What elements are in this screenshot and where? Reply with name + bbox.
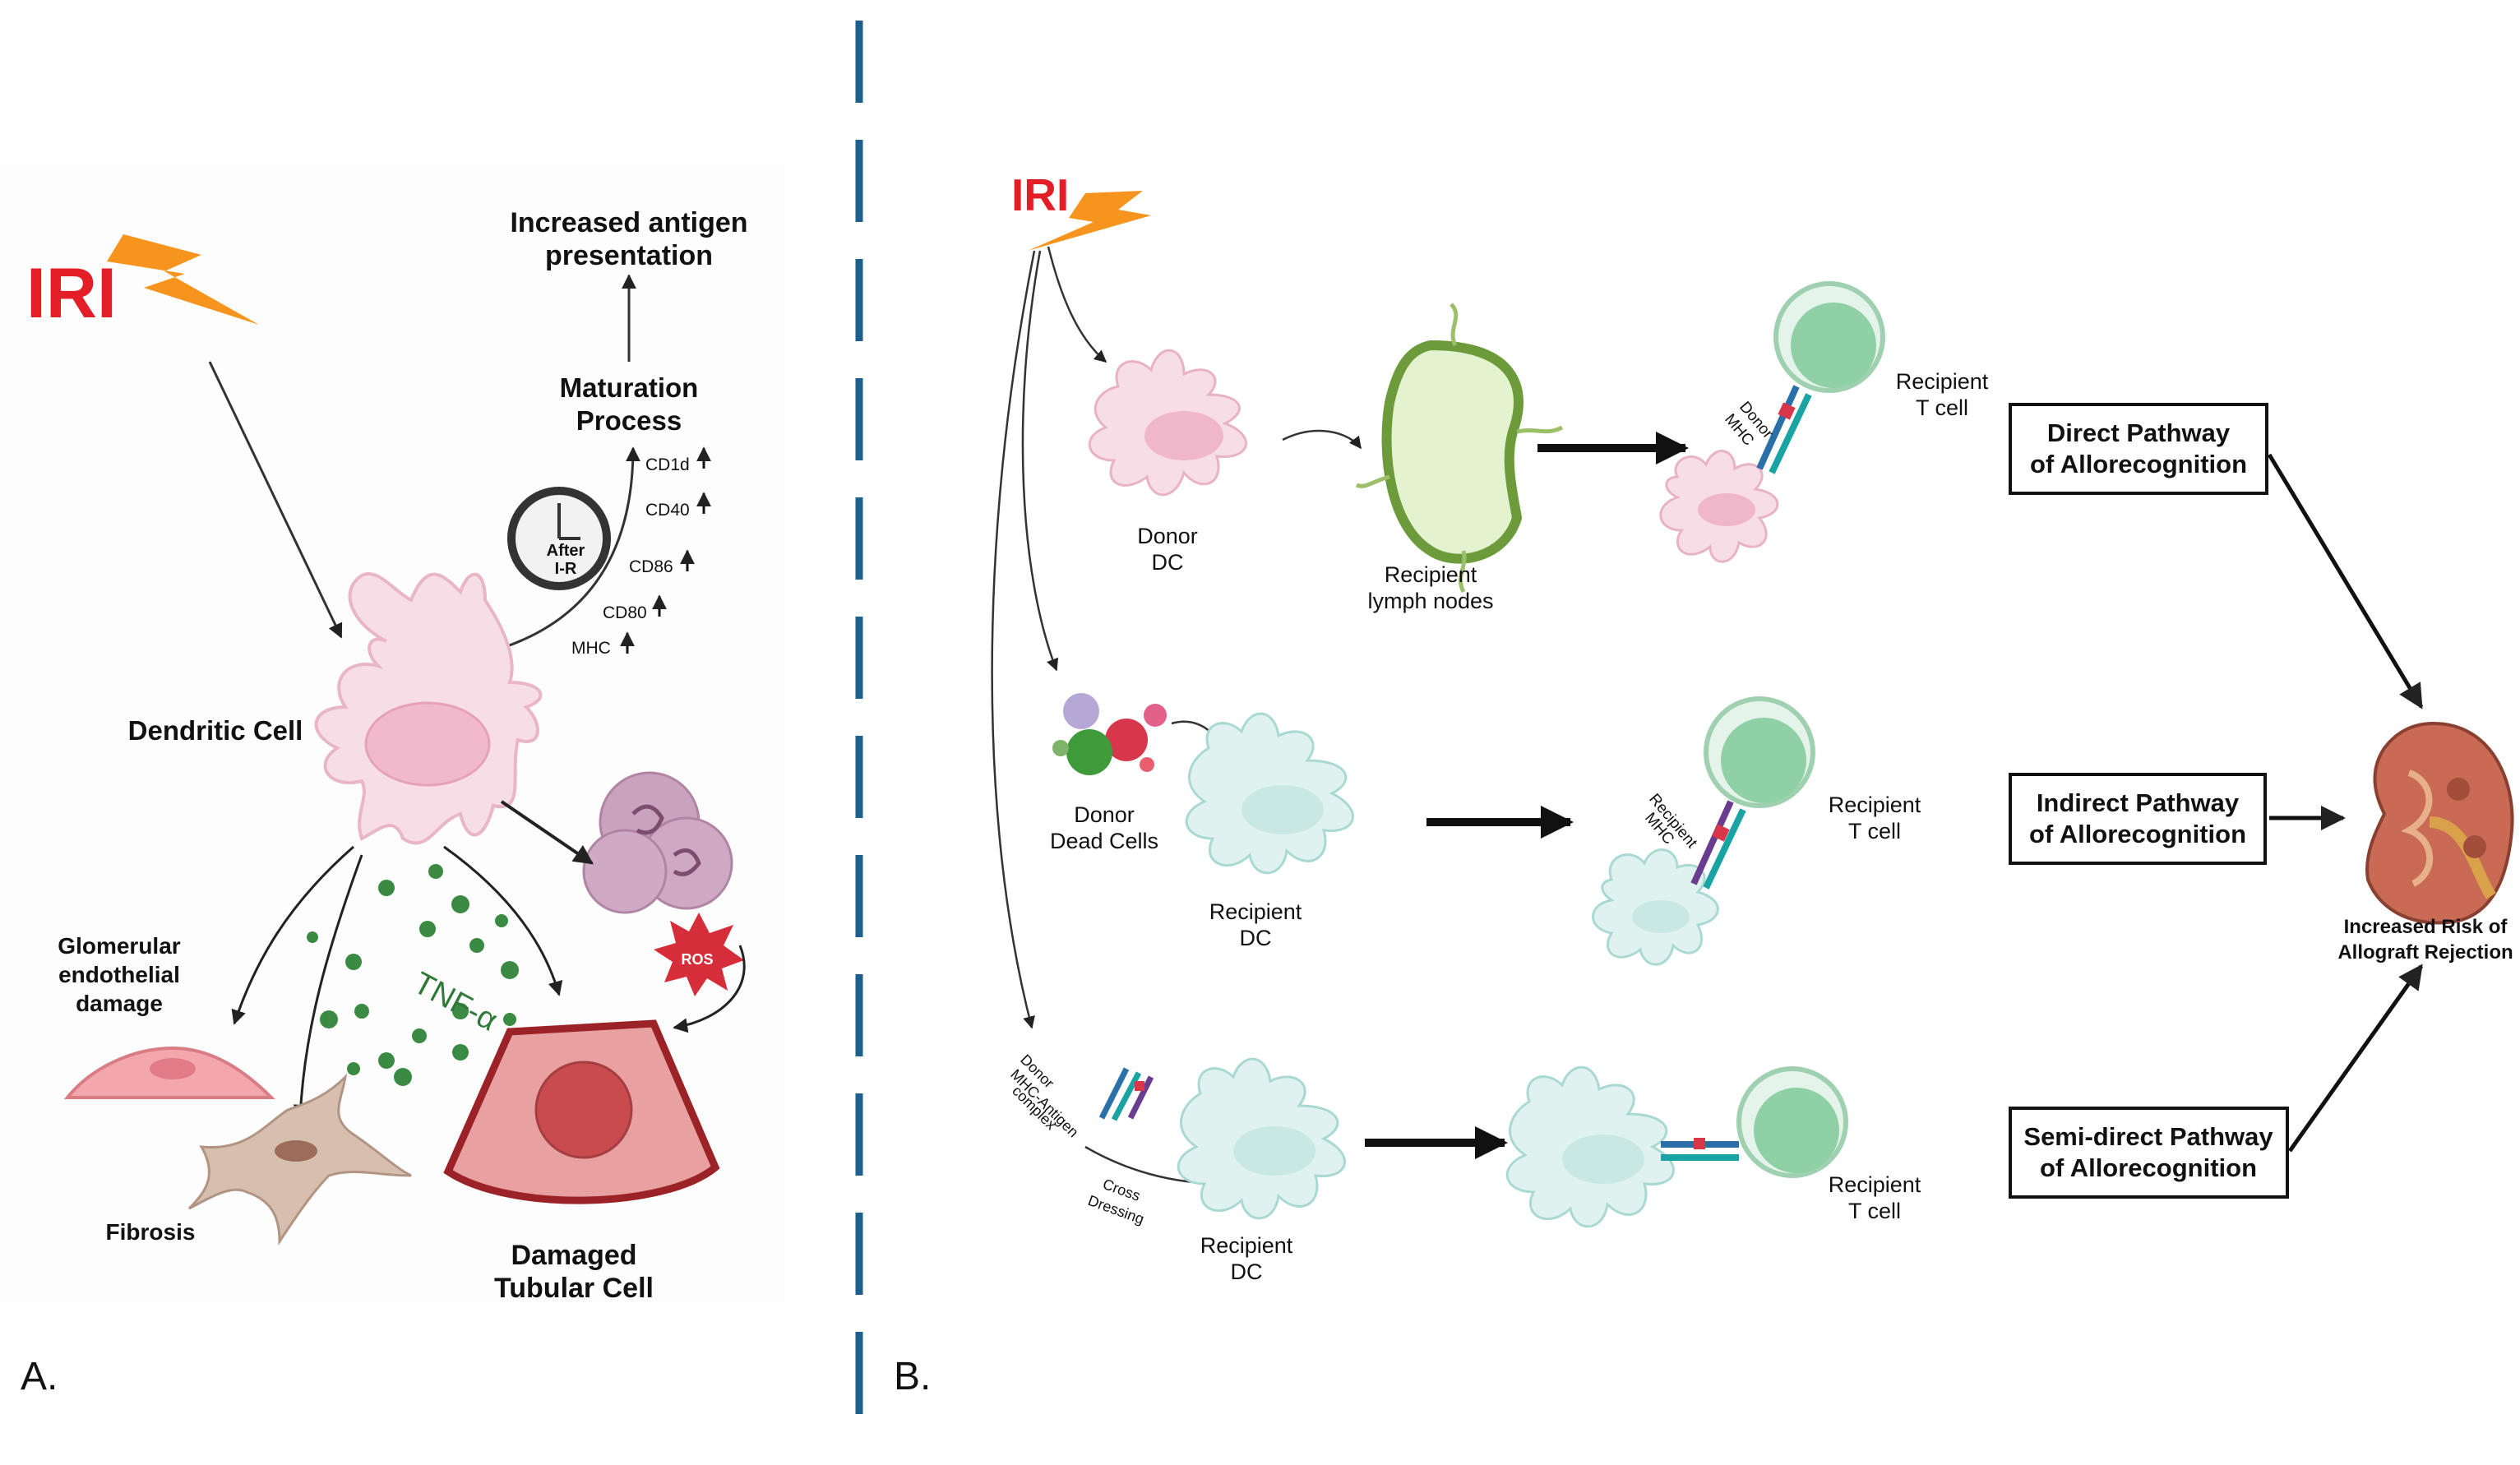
lightning-icon-a	[107, 234, 259, 325]
outcome-line1: Increased Risk of	[2344, 916, 2508, 938]
arrow-iri-row1	[1047, 246, 1107, 363]
donor-dc-line1: Donor	[1137, 524, 1198, 548]
row1-mhc-tcr-icon	[1756, 385, 1812, 474]
row1-dc-icon	[1659, 450, 1779, 563]
neutrophil-icon	[582, 771, 733, 914]
arrow-dc-to-fibrosis	[293, 854, 363, 1120]
arrow-dc-to-tubular	[443, 845, 563, 996]
marker-mhc: MHC	[571, 639, 611, 658]
fibrosis-label: Fibrosis	[106, 1219, 196, 1245]
row2-dc-line2: DC	[1240, 926, 1272, 950]
arrow-iri-row2	[1021, 250, 1059, 672]
row2-tcell-line2: T cell	[1848, 819, 1901, 843]
row3-recipient-dc-icon	[1177, 1057, 1346, 1220]
arrow-iri-to-dc	[208, 361, 343, 639]
marker-cd1d: CD1d	[645, 455, 690, 474]
indirect-pathway-box	[2009, 773, 2267, 865]
semidirect-line2: of Allorecognition	[2040, 1153, 2257, 1182]
glomerular-line2: endothelial	[58, 962, 180, 987]
row2-tcell-icon	[1704, 696, 1815, 808]
arrow-dc-to-neutrophil	[500, 800, 594, 865]
outcome-line2: Allograft Rejection	[2337, 941, 2513, 964]
row2-dc-line1: Recipient	[1209, 899, 1302, 924]
row2-tcell-line1: Recipient	[1829, 793, 1921, 817]
donor-dc-line2: DC	[1152, 550, 1184, 575]
tubular-line1: Damaged	[511, 1240, 636, 1271]
indirect-line2: of Allorecognition	[2029, 820, 2246, 848]
arrow-dc-to-glomerular	[231, 845, 354, 1025]
row2-dc-icon	[1592, 848, 1719, 966]
row1-tcell-line2: T cell	[1916, 395, 1968, 420]
direct-line1: Direct Pathway	[2047, 418, 2231, 447]
marker-up-arrows	[620, 446, 711, 654]
row3-mhc-tcr-icon	[1661, 1138, 1739, 1161]
dendritic-cell-icon	[314, 572, 543, 845]
arrow-dc-to-maturation	[497, 446, 640, 651]
dendritic-cell-label: Dendritic Cell	[128, 715, 303, 746]
ros-label: ROS	[681, 951, 713, 968]
panel-a: IRI Increased antigen presentation Matur…	[0, 164, 785, 1398]
tubular-line2: Tubular Cell	[494, 1273, 654, 1304]
panel-b-label: B.	[894, 1355, 931, 1398]
dead-line1: Donor	[1074, 802, 1135, 827]
dead-line2: Dead Cells	[1050, 829, 1158, 853]
panel-b: IRI Donor DC Recipient lymph nodes	[894, 169, 2514, 1398]
row3-dc-icon	[1505, 1065, 1675, 1228]
tnf-particles	[307, 864, 519, 1086]
kidney-icon	[2365, 721, 2514, 925]
direct-line2: of Allorecognition	[2030, 450, 2247, 478]
row1-tcell-icon	[1773, 281, 1885, 393]
marker-cd40: CD40	[645, 501, 690, 520]
arrow-ros-to-tubular	[673, 945, 746, 1033]
arrow-dc-to-lymph	[1282, 429, 1362, 450]
lymph-line1: Recipient	[1385, 562, 1477, 587]
maturation-line1: Maturation	[560, 372, 699, 403]
marker-cd86: CD86	[629, 557, 673, 576]
maturation-line2: Process	[576, 405, 682, 436]
indirect-line1: Indirect Pathway	[2037, 788, 2240, 817]
row3-dc-line2: DC	[1231, 1259, 1263, 1284]
arrow-semidirect-to-kidney	[2287, 964, 2424, 1153]
clock-line1: After	[547, 542, 585, 560]
lymph-line2: lymph nodes	[1367, 589, 1493, 613]
lightning-icon-b	[1028, 191, 1151, 251]
row3-tcell-icon	[1736, 1066, 1848, 1178]
antigen-line2: presentation	[545, 240, 713, 271]
mhc-antigen-complex-icon	[1098, 1067, 1154, 1121]
dead-cells-icon	[1052, 693, 1167, 775]
clock-line2: I-R	[555, 560, 577, 578]
semidirect-pathway-box	[2009, 1107, 2289, 1199]
endothelial-cell-icon	[63, 1046, 275, 1099]
marker-cd80: CD80	[603, 603, 647, 622]
clock-icon: After I-R	[507, 487, 611, 590]
row2-mhc-tcr-icon	[1690, 800, 1746, 890]
panel-a-label: A.	[21, 1355, 58, 1398]
fibroblast-icon	[187, 1073, 412, 1245]
row1-tcell-line1: Recipient	[1896, 369, 1989, 394]
semidirect-line1: Semi-direct Pathway	[2023, 1122, 2273, 1151]
arrow-iri-row3	[991, 250, 1036, 1029]
iri-label-a: IRI	[26, 254, 117, 333]
glomerular-line3: damage	[76, 991, 163, 1016]
row2-recipient-dc-icon	[1185, 712, 1354, 875]
tubular-cell-icon	[443, 1019, 720, 1204]
iri-label-b: IRI	[1011, 169, 1069, 220]
lymph-node-icon	[1355, 303, 1564, 594]
row3-tcell-line2: T cell	[1848, 1199, 1901, 1223]
row3-tcell-line1: Recipient	[1829, 1172, 1921, 1197]
direct-pathway-box	[2009, 403, 2268, 495]
arrow-direct-to-kidney	[2267, 453, 2424, 709]
ros-icon	[654, 913, 744, 996]
row3-dc-line1: Recipient	[1200, 1233, 1293, 1258]
donor-dc-icon	[1088, 349, 1247, 497]
antigen-line1: Increased antigen	[510, 207, 747, 238]
glomerular-line1: Glomerular	[58, 933, 180, 959]
